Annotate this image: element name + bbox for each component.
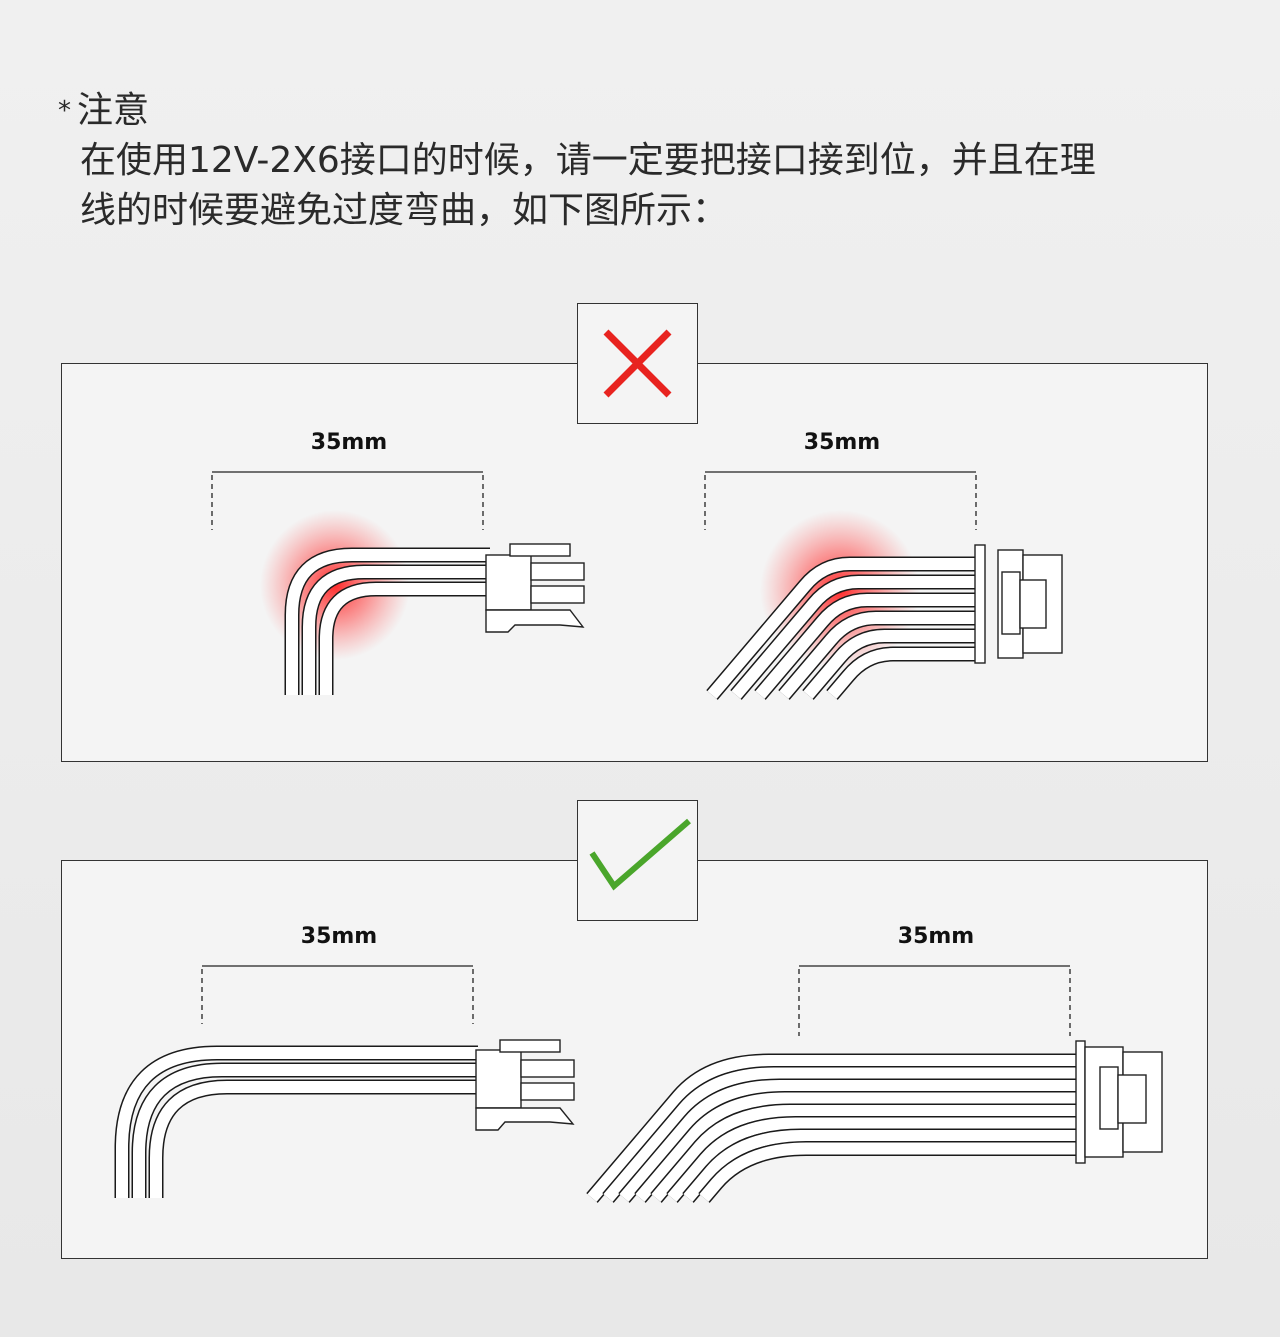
wrong-badge: [577, 303, 698, 424]
cross-icon: [603, 329, 672, 398]
note-title: 注意: [77, 90, 150, 131]
measure-brackets: [201, 471, 1071, 1036]
cable-wire: [131, 1062, 478, 1198]
note-line-1: 在使用12V-2X6接口的时候，请一定要把接口接到位，并且在理: [80, 140, 1096, 181]
note-line-2: 线的时候要避免过度弯曲，如下图所示：: [80, 190, 729, 231]
cable-wire: [650, 1103, 1078, 1203]
note-marker: *: [58, 96, 71, 126]
connector-8pin: [485, 543, 585, 633]
check-icon: [589, 818, 691, 891]
connector-12v2x6: [1075, 1040, 1163, 1164]
cable-wire: [148, 1079, 478, 1198]
cable-wire: [586, 1053, 1078, 1203]
cable-wire: [754, 592, 978, 700]
note: *注意 在使用12V-2X6接口的时候，请一定要把接口接到位，并且在理 线的时候…: [58, 86, 1096, 236]
cable-wire: [730, 574, 978, 700]
cable-wire: [301, 564, 490, 695]
cable-wire: [318, 581, 490, 695]
length-label: 35mm: [300, 924, 378, 949]
length-label: 35mm: [897, 924, 975, 949]
cable-wire: [618, 1078, 1078, 1203]
cable-wire: [682, 1128, 1078, 1203]
cable-wire: [802, 628, 978, 700]
length-label: 35mm: [310, 430, 388, 455]
cable-wire: [698, 1141, 1078, 1203]
cable-wire: [666, 1116, 1078, 1203]
cable-wire: [602, 1066, 1078, 1203]
cable-wire: [706, 556, 978, 700]
cable-wire: [778, 610, 978, 700]
cable-wire: [826, 646, 978, 700]
connector-12v2x6: [974, 544, 1063, 664]
correct-badge: [577, 800, 698, 921]
cable-wire: [284, 547, 490, 695]
cable-wire: [634, 1091, 1078, 1203]
connector-8pin: [475, 1039, 575, 1131]
cable-wire: [114, 1045, 478, 1198]
length-label: 35mm: [803, 430, 881, 455]
